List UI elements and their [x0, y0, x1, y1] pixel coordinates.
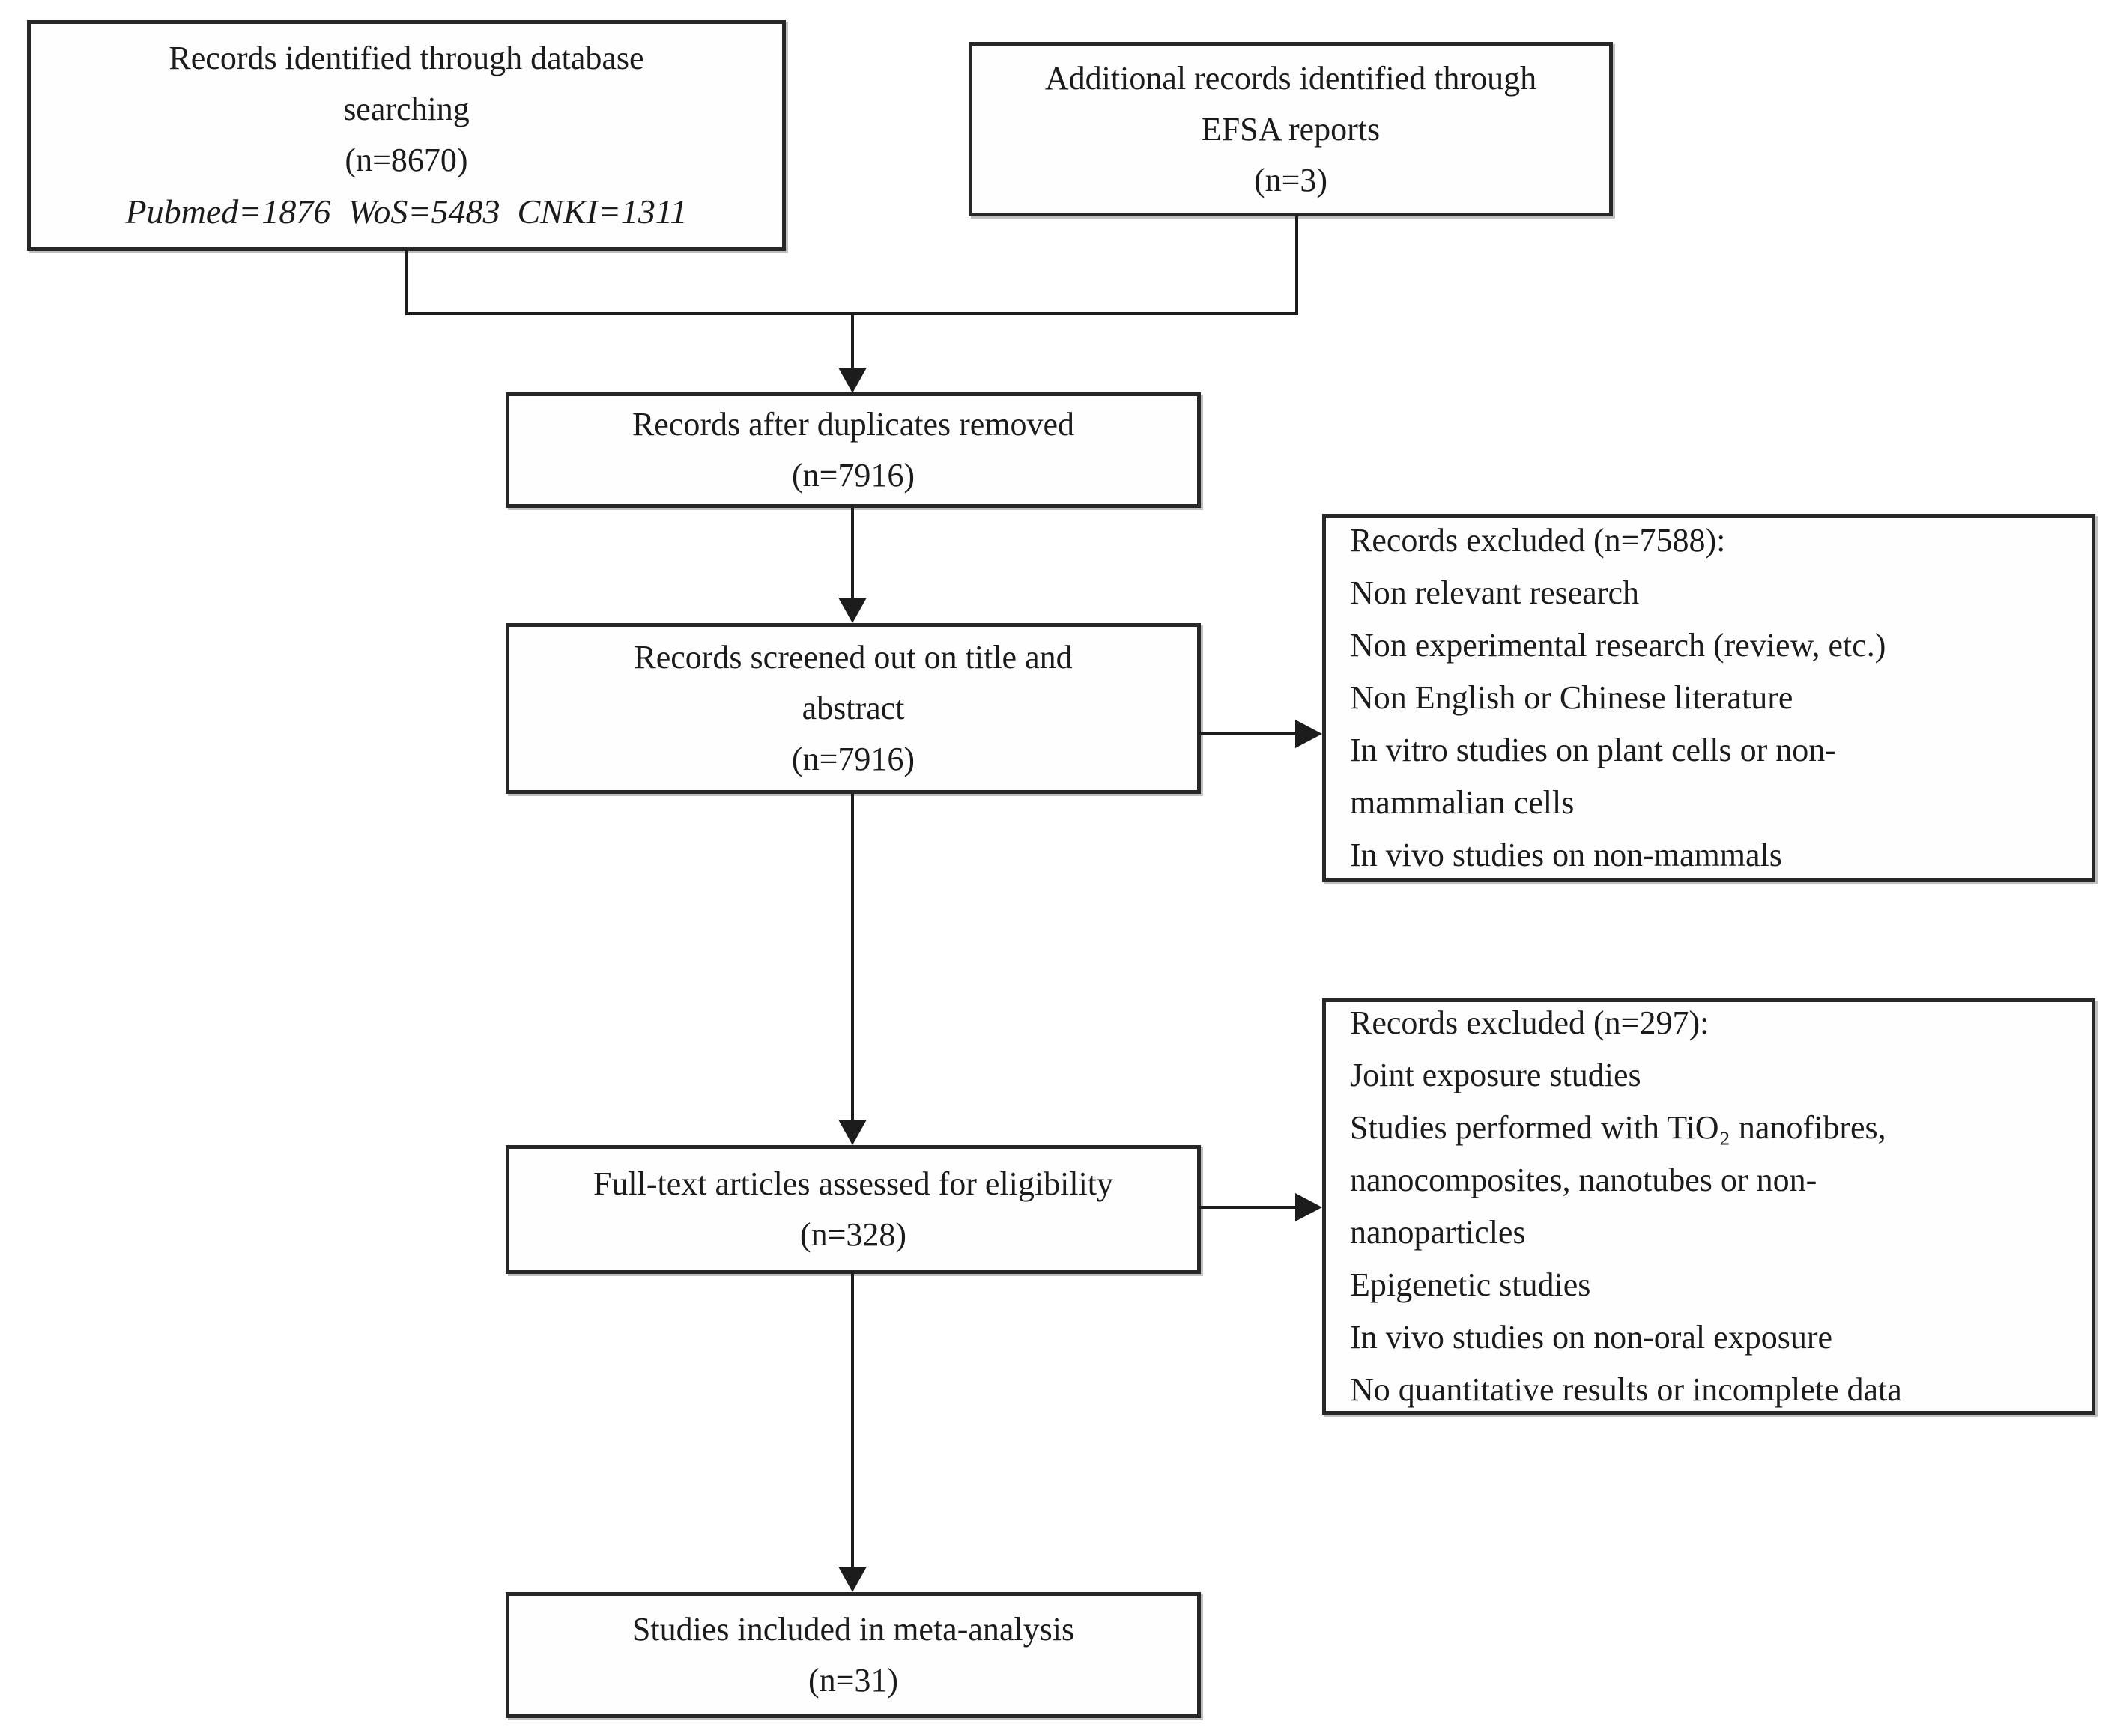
records-excluded-screening-box: Records excluded (n=7588): Non relevant … — [1322, 514, 2095, 882]
connector-screened-to-excluded-line — [1199, 732, 1297, 735]
arrow-down-icon — [838, 1120, 867, 1145]
records-identified-box: Records identified through database sear… — [27, 20, 786, 251]
records-identified-source-counts: Pubmed=1876 WoS=5483 CNKI=1311 — [125, 192, 688, 231]
arrow-down-icon — [838, 368, 867, 393]
arrow-right-icon — [1295, 1193, 1322, 1221]
connector-fulltext-to-excluded-line — [1199, 1206, 1297, 1209]
additional-records-box: Additional records identified through EF… — [969, 42, 1613, 216]
connector-merge-to-dedup-line — [851, 312, 854, 368]
studies-included-box: Studies included in meta-analysis (n=31) — [506, 1592, 1201, 1718]
screened-title-abstract-text: Records screened out on title and abstra… — [634, 639, 1073, 777]
arrow-right-icon — [1295, 720, 1322, 748]
connector-fulltext-to-included-line — [851, 1271, 854, 1568]
connector-additional-down-line — [1295, 215, 1298, 315]
screened-title-abstract-box: Records screened out on title and abstra… — [506, 623, 1201, 794]
records-excluded-eligibility-box: Records excluded (n=297): Joint exposure… — [1322, 998, 2095, 1415]
studies-included-text: Studies included in meta-analysis (n=31) — [632, 1611, 1075, 1699]
duplicates-removed-text: Records after duplicates removed (n=7916… — [632, 406, 1075, 494]
records-excluded-eligibility-text: Records excluded (n=297): Joint exposure… — [1350, 1004, 1902, 1408]
arrow-down-icon — [838, 1567, 867, 1592]
records-excluded-screening-text: Records excluded (n=7588): Non relevant … — [1350, 522, 1886, 873]
arrow-down-icon — [838, 598, 867, 623]
connector-dedup-to-screened-line — [851, 508, 854, 599]
fulltext-assessed-text: Full-text articles assessed for eligibil… — [593, 1165, 1114, 1253]
additional-records-text: Additional records identified through EF… — [1044, 59, 1537, 198]
connector-screened-to-fulltext-line — [851, 794, 854, 1121]
duplicates-removed-box: Records after duplicates removed (n=7916… — [506, 392, 1201, 508]
records-identified-text: Records identified through database sear… — [169, 40, 644, 178]
connector-identified-down-line — [405, 249, 408, 315]
fulltext-assessed-box: Full-text articles assessed for eligibil… — [506, 1145, 1201, 1274]
